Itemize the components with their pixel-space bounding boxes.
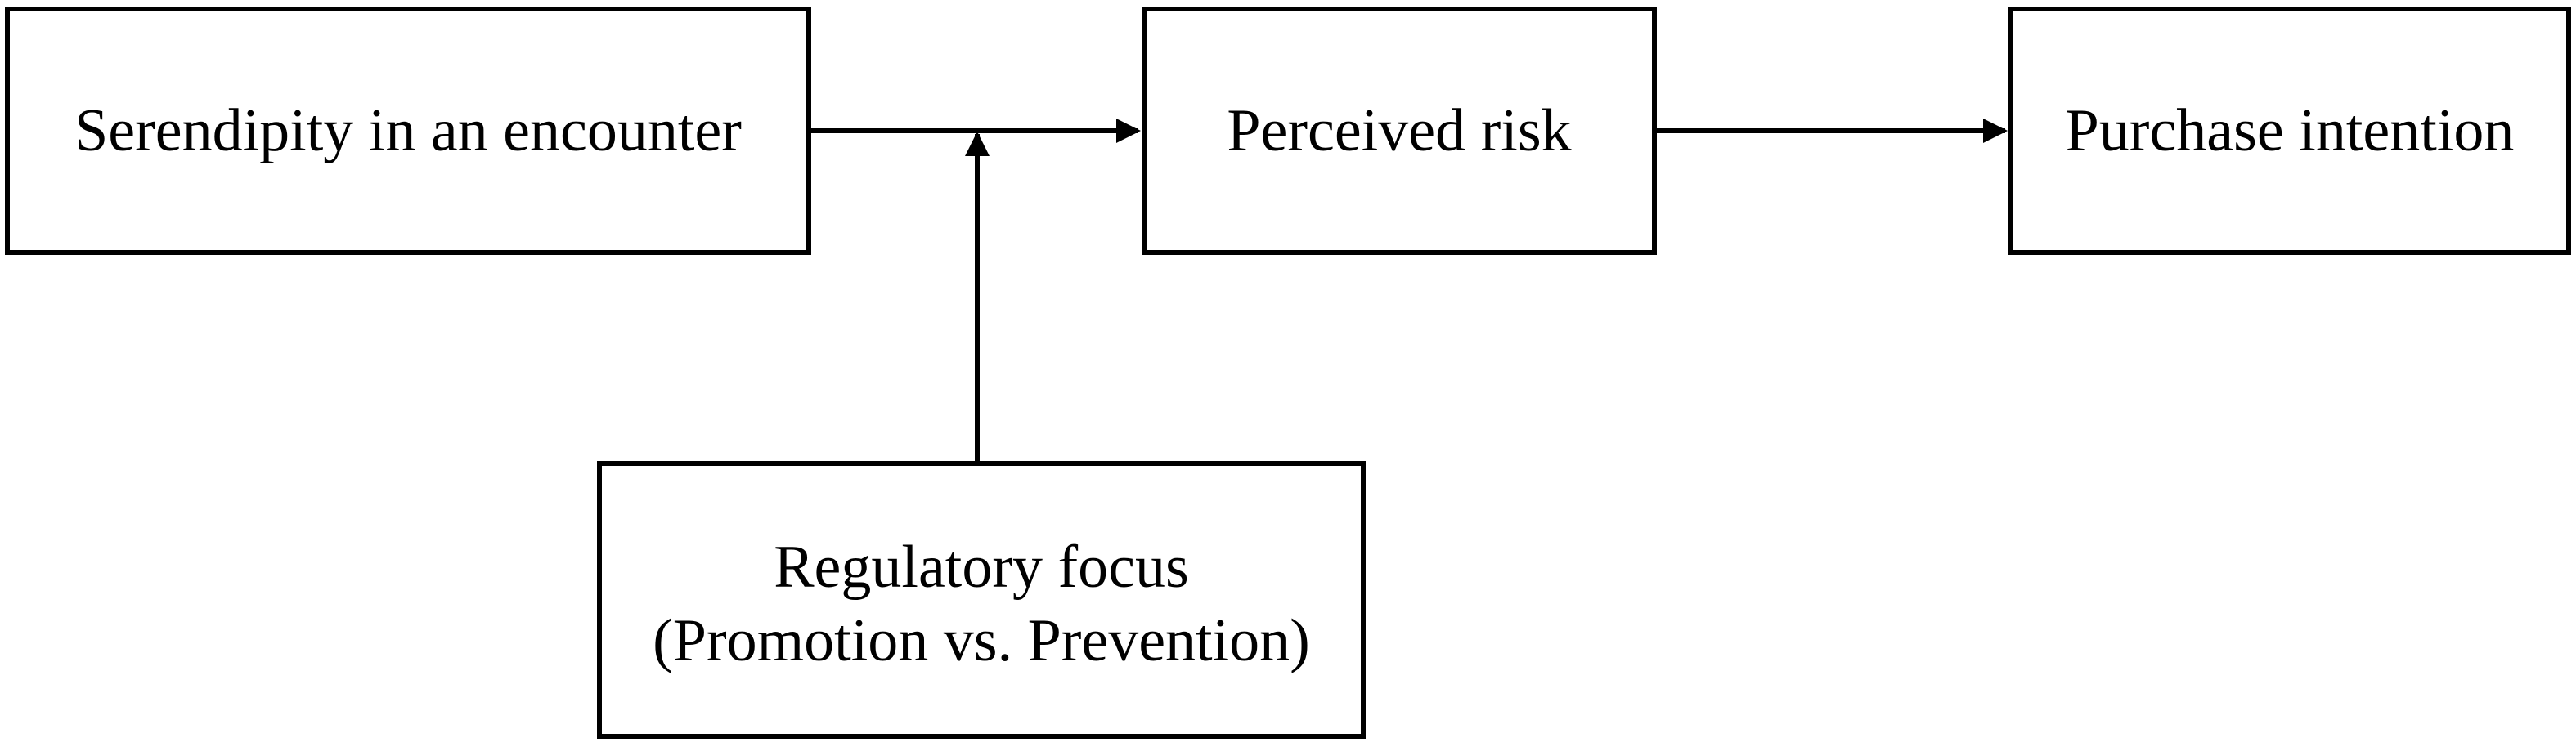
node-label: Purchase intention: [2065, 96, 2515, 164]
node-serendipity-in-an-encounter: Serendipity in an encounter: [5, 7, 811, 255]
node-label: Serendipity in an encounter: [74, 96, 742, 164]
moderator-levels: (Promotion vs. Prevention): [653, 607, 1310, 674]
node-purchase-intention: Purchase intention: [2008, 7, 2571, 255]
node-label: Perceived risk: [1227, 96, 1572, 164]
moderator-title: Regulatory focus: [774, 533, 1189, 601]
node-regulatory-focus: Regulatory focus (Promotion vs. Preventi…: [597, 461, 1366, 739]
moderator-label: Regulatory focus (Promotion vs. Preventi…: [653, 530, 1310, 678]
node-perceived-risk: Perceived risk: [1142, 7, 1657, 255]
